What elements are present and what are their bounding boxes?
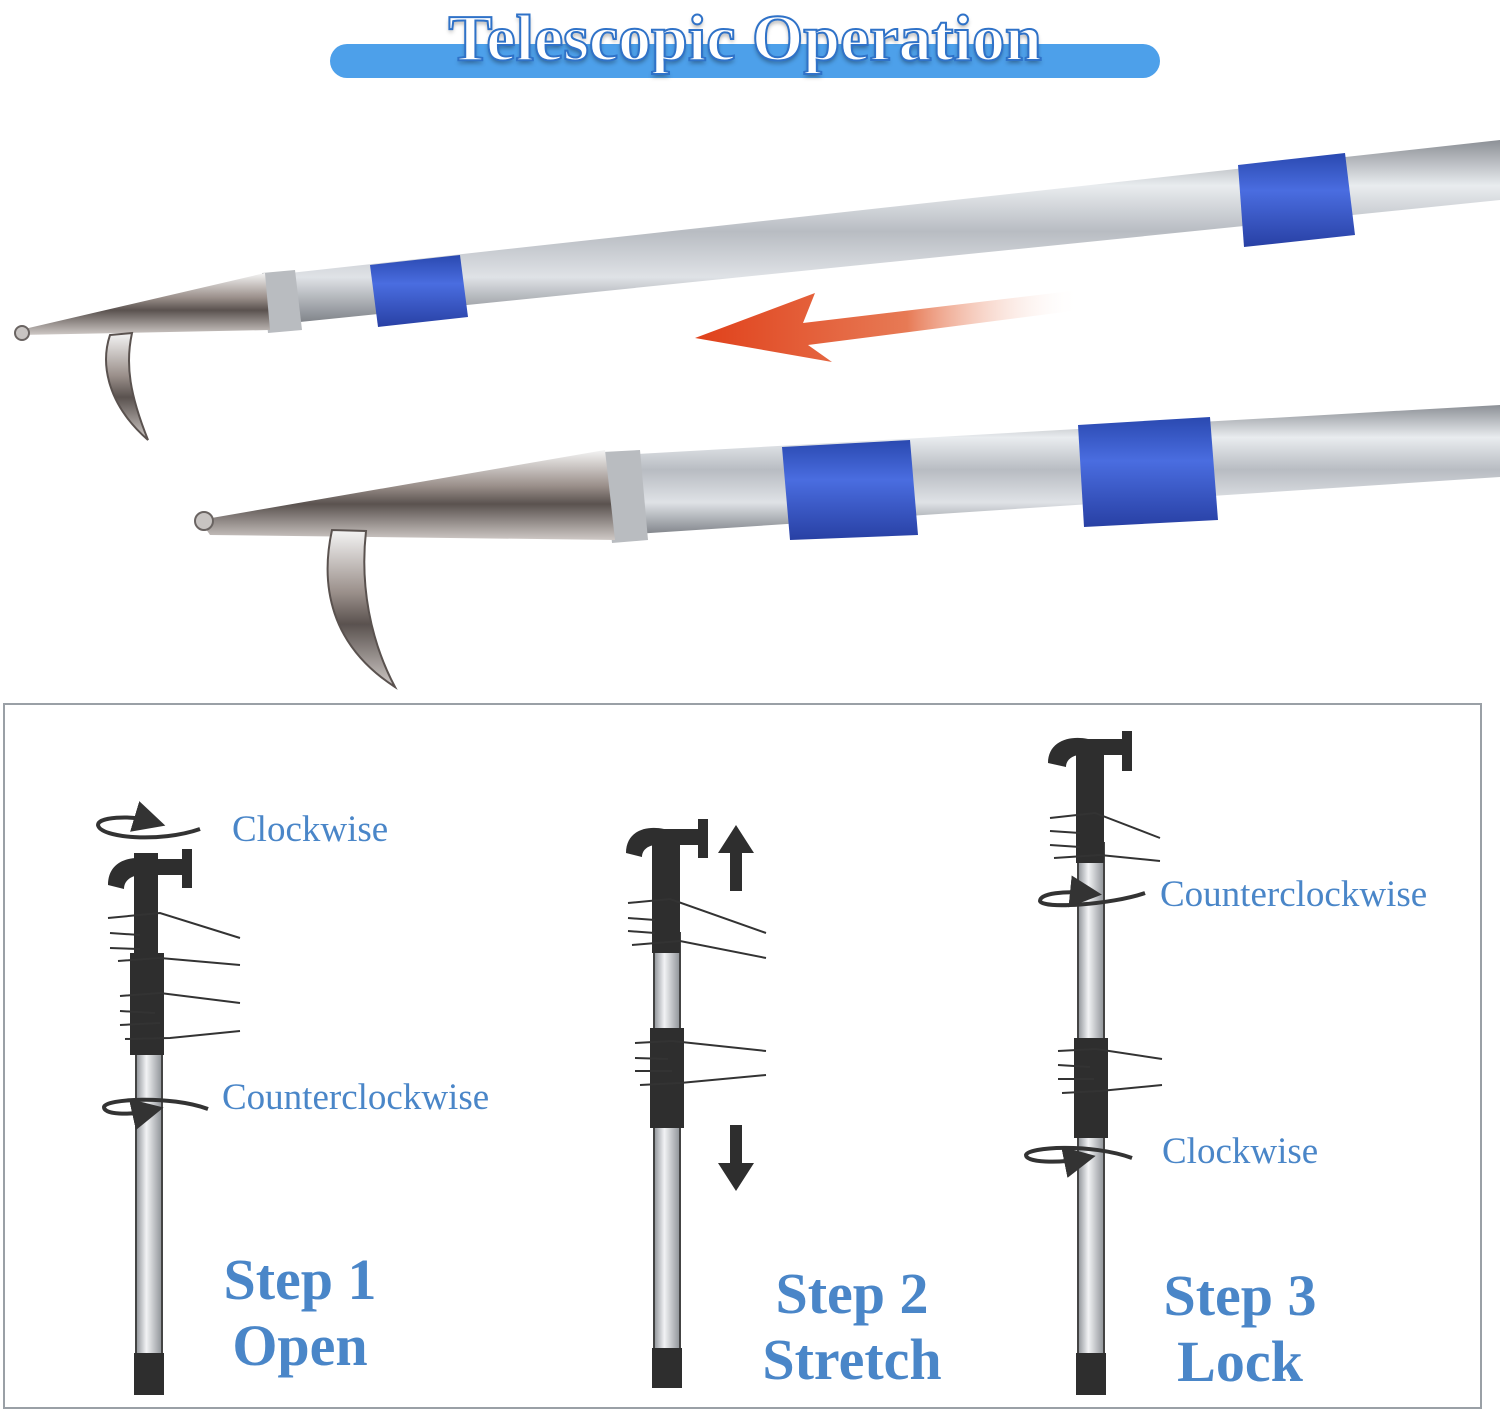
rotation-arrow-icon (1023, 1145, 1133, 1178)
arrow-down-icon (718, 1125, 754, 1191)
step-1-top-direction: Clockwise (232, 809, 389, 850)
step-3-bottom-direction: Clockwise (1162, 1131, 1319, 1172)
step-3-label: Step 3 (1163, 1263, 1317, 1328)
pole-band (782, 440, 918, 540)
lower-pole (194, 405, 1500, 690)
step-1-figure (95, 801, 241, 1395)
rotation-arrow-icon (101, 1097, 209, 1131)
title-banner (330, 44, 1160, 78)
arrow-up-icon (718, 825, 754, 891)
rotation-arrow-icon (1037, 875, 1146, 908)
upper-pole (14, 140, 1500, 441)
step-1-action: Open (232, 1313, 368, 1378)
step-1-label: Step 1 (223, 1247, 377, 1312)
rotation-arrow-icon (95, 801, 201, 840)
boat-hook-photo (14, 140, 1500, 690)
step-3-top-direction: Counterclockwise (1160, 874, 1428, 915)
instruction-panel (3, 703, 1482, 1409)
steps-illustration (95, 731, 1163, 1395)
page-title: Telescopic Operation (447, 1, 1042, 76)
step-2-label: Step 2 (775, 1261, 929, 1326)
step-2-action: Stretch (762, 1327, 942, 1392)
step-2-figure (626, 819, 767, 1388)
pole-band (1078, 417, 1218, 527)
step-3-action: Lock (1177, 1329, 1303, 1394)
step-1-bottom-direction: Counterclockwise (222, 1077, 490, 1118)
step-3-figure (1023, 731, 1163, 1395)
pole-band (1238, 153, 1355, 247)
direction-arrow (695, 290, 1080, 362)
pole-band (370, 255, 468, 327)
